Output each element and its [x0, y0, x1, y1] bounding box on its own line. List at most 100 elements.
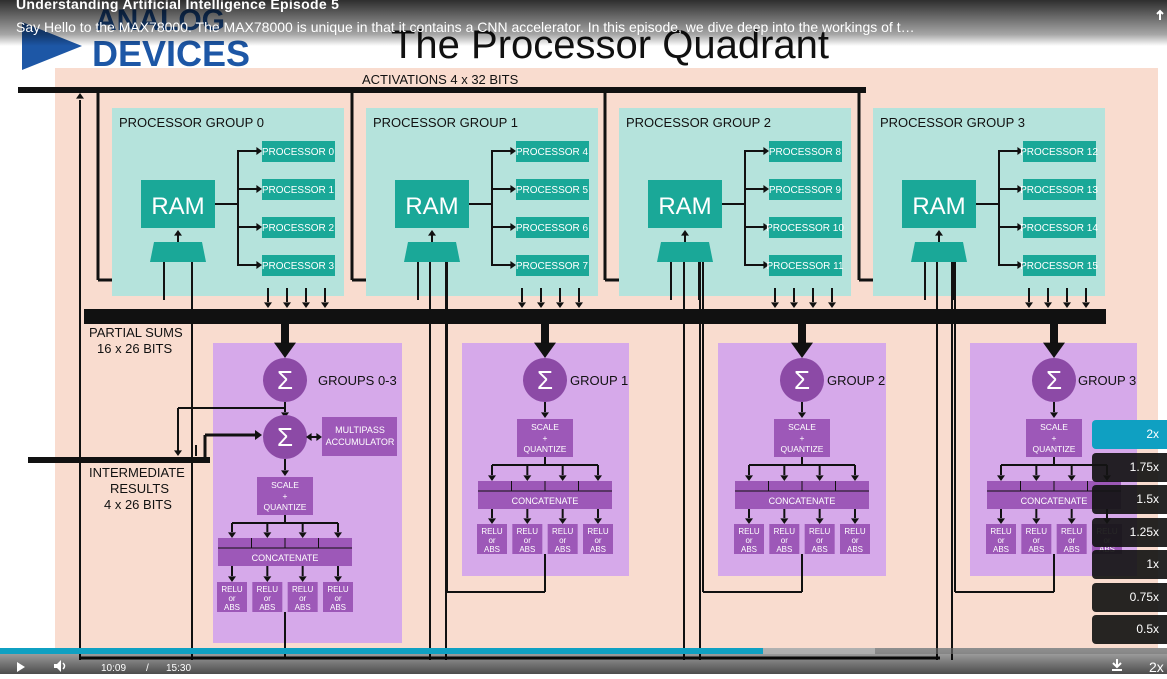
partial-sums-label: PARTIAL SUMS [89, 325, 183, 340]
speed-option[interactable]: 1.75x [1092, 452, 1167, 482]
speed-option[interactable]: 0.5x [1092, 615, 1167, 644]
ram-label: RAM [405, 193, 458, 220]
relu-label: or [299, 594, 306, 603]
ram-label: RAM [151, 193, 204, 220]
relu-unit [217, 582, 247, 612]
relu-label: or [334, 594, 341, 603]
arrowhead [523, 475, 532, 481]
sum-symbol: Σ [277, 422, 293, 452]
playback-speed-menu: 2x 1.75x 1.5x 1.25x 1x 0.75x 0.5x [1092, 420, 1167, 648]
arrowhead [815, 475, 824, 481]
arrowhead [1025, 302, 1033, 308]
video-description: Say Hello to the MAX78000. The MAX78000 … [16, 19, 915, 35]
relu-unit [512, 524, 543, 554]
output-group-label: GROUP 3 [1078, 373, 1136, 388]
arrowhead [264, 302, 272, 308]
processor-block [262, 179, 335, 200]
relu-label: RELU [738, 527, 760, 536]
arrowhead [1067, 475, 1076, 481]
relu-label: ABS [812, 545, 828, 554]
concatenate-label: CONCATENATE [1021, 496, 1088, 506]
relu-label: ABS [259, 603, 275, 612]
relu-label: RELU [1026, 527, 1048, 536]
processor-label: PROCESSOR 14 [1020, 223, 1098, 234]
arrowhead [174, 450, 182, 456]
processor-label: PROCESSOR 4 [516, 147, 589, 158]
bus-drop [798, 323, 806, 345]
relu-label: ABS [519, 545, 535, 554]
mux-shape [150, 242, 206, 262]
arrowhead [1017, 261, 1023, 269]
processor-label: PROCESSOR 5 [516, 185, 589, 196]
scale-label: + [1052, 433, 1057, 443]
processor-block [769, 255, 842, 276]
processor-label: PROCESSOR 6 [516, 223, 589, 234]
speed-option[interactable]: 1x [1092, 550, 1167, 579]
sum-node [523, 358, 567, 402]
scale-label: QUANTIZE [264, 502, 307, 512]
volume-icon[interactable] [53, 659, 69, 678]
relu-unit [477, 524, 507, 554]
output-group-label: GROUP 1 [570, 373, 628, 388]
bus-drop [541, 323, 549, 345]
relu-label: or [559, 536, 566, 545]
arrowhead [334, 576, 342, 582]
processor-block [262, 255, 335, 276]
scale-quantize-unit [257, 477, 313, 515]
arrowhead [745, 518, 753, 524]
share-icon[interactable] [1155, 8, 1165, 27]
processor-label: PROCESSOR 0 [262, 147, 335, 158]
relu-unit [583, 524, 613, 554]
concatenate-label: CONCATENATE [512, 496, 579, 506]
relu-label: or [851, 536, 858, 545]
relu-unit [547, 524, 578, 554]
arrowhead [228, 532, 236, 538]
relu-label: ABS [590, 545, 606, 554]
scale-quantize-unit [1026, 419, 1082, 457]
relu-unit [734, 524, 764, 554]
processor-block [1023, 179, 1096, 200]
speed-option[interactable]: 0.75x [1092, 582, 1167, 612]
play-button[interactable] [15, 660, 27, 678]
arrowhead [790, 302, 798, 308]
processor-group-label: PROCESSOR GROUP 3 [880, 115, 1025, 130]
arrowhead [281, 470, 289, 476]
arrowhead [763, 261, 769, 269]
arrowhead [558, 518, 567, 524]
video-title-bar: Understanding Artificial Intelligence Ep… [0, 0, 1167, 46]
speed-option[interactable]: 1.25x [1092, 517, 1167, 547]
ram-block [395, 180, 469, 228]
speed-button[interactable]: 2x [1149, 659, 1164, 675]
relu-label: ABS [1028, 545, 1044, 554]
processor-block [516, 141, 589, 162]
speed-option[interactable]: 2x [1092, 420, 1167, 449]
arrowhead [997, 518, 1005, 524]
relu-label: or [264, 594, 271, 603]
relu-label: ABS [1064, 545, 1080, 554]
processor-label: PROCESSOR 1 [262, 185, 335, 196]
relu-label: or [745, 536, 752, 545]
relu-label: RELU [774, 527, 796, 536]
relu-unit [986, 524, 1016, 554]
bus-drop [281, 323, 289, 345]
ram-block [141, 180, 215, 228]
speed-option[interactable]: 1.5x [1092, 485, 1167, 514]
arrowhead [851, 475, 859, 481]
arrowhead [1063, 302, 1071, 308]
video-title[interactable]: Understanding Artificial Intelligence Ep… [16, 0, 340, 12]
relu-label: RELU [327, 585, 349, 594]
sum-symbol: Σ [794, 365, 810, 395]
processor-block [769, 217, 842, 238]
processor-label: PROCESSOR 15 [1020, 261, 1098, 272]
download-icon[interactable] [1110, 658, 1124, 677]
relu-label: ABS [555, 545, 571, 554]
arrowhead [809, 302, 817, 308]
relu-unit [252, 582, 283, 612]
arrowhead [334, 532, 342, 538]
arrowhead [228, 576, 236, 582]
progress-bar[interactable] [0, 648, 1167, 654]
processor-label: PROCESSOR 11 [766, 261, 843, 272]
arrowhead [851, 518, 859, 524]
